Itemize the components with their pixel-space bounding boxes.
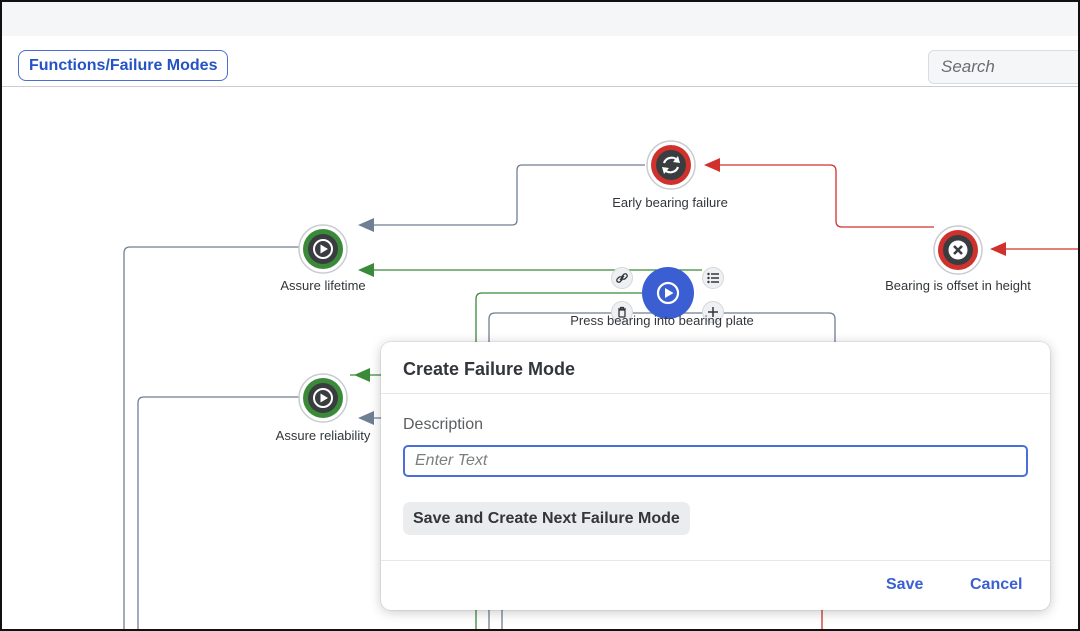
dialog-title: Create Failure Mode xyxy=(403,359,576,379)
play-icon xyxy=(298,373,348,423)
refresh-icon xyxy=(646,140,696,190)
edge-lifetime-left-rail xyxy=(123,246,299,629)
node-label-assure-reliability: Assure reliability xyxy=(275,428,371,443)
graph-canvas[interactable]: Early bearing failure Assure lifetime Be… xyxy=(2,87,1078,629)
description-label: Description xyxy=(403,416,484,433)
close-icon xyxy=(933,225,983,275)
node-early-bearing-failure[interactable] xyxy=(645,139,697,196)
arrowhead-reliability-gray xyxy=(358,411,374,425)
toolbar: Functions/Failure Modes Search xyxy=(2,36,1078,87)
arrowhead-failure-red xyxy=(704,158,720,172)
arrowhead-offset-red xyxy=(990,242,1006,256)
node-label-assure-lifetime: Assure lifetime xyxy=(280,278,366,293)
cancel-button[interactable]: Cancel xyxy=(970,576,1023,593)
node-assure-reliability[interactable] xyxy=(297,372,349,429)
trash-icon[interactable] xyxy=(611,301,633,323)
node-label-bearing-offset: Bearing is offset in height xyxy=(885,278,1031,293)
search-field[interactable]: Search xyxy=(928,50,1078,84)
node-bearing-offset[interactable] xyxy=(932,224,984,281)
description-input[interactable] xyxy=(403,445,1028,477)
edge-green-down xyxy=(475,292,642,629)
node-press-bearing-selected[interactable] xyxy=(642,267,694,324)
play-icon xyxy=(642,267,694,319)
plus-icon[interactable] xyxy=(702,301,724,323)
node-assure-lifetime[interactable] xyxy=(297,223,349,280)
edge-reliability-left-rail xyxy=(137,396,299,629)
node-label-early-bearing-failure: Early bearing failure xyxy=(612,195,728,210)
edge-offset-to-failure xyxy=(720,164,934,228)
arrowhead-lifetime-green xyxy=(358,263,374,277)
breadcrumb-functions-failure-modes[interactable]: Functions/Failure Modes xyxy=(18,50,229,81)
arrowhead-reliability-green xyxy=(354,368,370,382)
create-failure-mode-dialog: Create Failure Mode Description Save and… xyxy=(381,342,1050,610)
list-icon[interactable] xyxy=(702,267,724,289)
play-icon xyxy=(298,224,348,274)
save-button[interactable]: Save xyxy=(886,576,924,593)
shell-bar xyxy=(2,2,1078,37)
node-label-press-bearing: Press bearing into bearing plate xyxy=(570,313,754,328)
save-and-create-next-button[interactable]: Save and Create Next Failure Mode xyxy=(403,502,690,535)
link-icon[interactable] xyxy=(611,267,633,289)
dialog-header-divider xyxy=(381,393,1050,394)
arrowhead-lifetime-gray xyxy=(358,218,374,232)
edge-failure-to-lifetime xyxy=(374,164,645,226)
dialog-footer-divider xyxy=(381,560,1050,561)
